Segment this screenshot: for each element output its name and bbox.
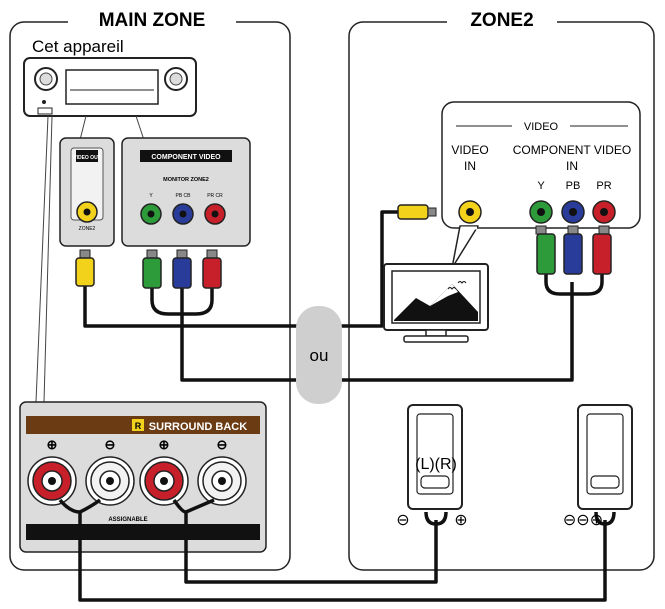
tv-video-group-title: VIDEO [524,121,559,133]
component-video-header: COMPONENT VIDEO [151,154,221,161]
speaker-terminal-left-plus[interactable] [27,456,77,506]
main-zone-title: MAIN ZONE [99,10,206,31]
video-out-panel: VIDEO OUT ZONE2 [59,137,115,247]
speaker-terminal-right-plus[interactable] [139,456,189,506]
component-cable [150,270,604,382]
composite-plug-tv [397,204,437,220]
ou-label: ou [310,346,329,365]
speaker-left-minus-icon: ⊖ [396,512,409,529]
tv-jack-label-pb: PB [566,180,581,192]
speaker-right: ⊖⊖⊕ [563,404,633,529]
component-jack-label-pr: PR CR [207,193,223,199]
video-out-header: VIDEO OUT [73,155,101,161]
tv-component-line1: COMPONENT VIDEO [513,143,631,157]
ou-separator: ou [296,306,342,404]
surround-back-title: SURROUND BACK [149,421,247,433]
receiver-device [23,57,197,117]
speaker-left: (L)(R) ⊖ ⊕ [396,404,468,529]
minus-icon: ⊖ [105,437,116,452]
video-out-jack-label: ZONE2 [79,226,96,232]
component-plugs-tv [535,225,612,275]
surround-back-badge: R [135,421,142,431]
composite-plug-main [75,249,95,287]
tv-input-panel: VIDEO VIDEO IN COMPONENT VIDEO IN Y PB P… [441,101,641,269]
tv-jack-label-y: Y [537,180,545,192]
speaker-wires [58,498,616,602]
component-plugs-main [142,249,222,289]
plus-icon: ⊕ [159,437,170,452]
component-video-sub: MONITOR ZONE2 [163,177,209,183]
tv-video-in-line1: VIDEO [451,143,488,157]
tv-jack-label-pr: PR [596,180,611,192]
tv-component-line2: IN [566,159,578,173]
tv-icon [383,263,489,343]
plus-icon: ⊕ [47,437,58,452]
zone2-title: ZONE2 [470,10,533,31]
assignable-label: ASSIGNABLE [108,517,147,523]
speaker-left-label: (L)(R) [415,456,457,473]
tv-video-in-line2: IN [464,159,476,173]
device-label: Cet appareil [32,37,124,56]
component-jack-label-pb: PB CB [175,193,191,199]
speaker-terminal-right-minus[interactable] [197,456,247,506]
speaker-terminal-left-minus[interactable] [85,456,135,506]
component-jack-label-y: Y [149,193,153,199]
minus-icon: ⊖ [217,437,228,452]
component-video-panel: COMPONENT VIDEO MONITOR ZONE2 Y PB CB PR… [121,137,251,247]
speaker-left-plus-icon: ⊕ [454,512,467,529]
speaker-right-terminals: ⊖⊖⊕ [563,512,603,529]
composite-cable [83,210,398,328]
